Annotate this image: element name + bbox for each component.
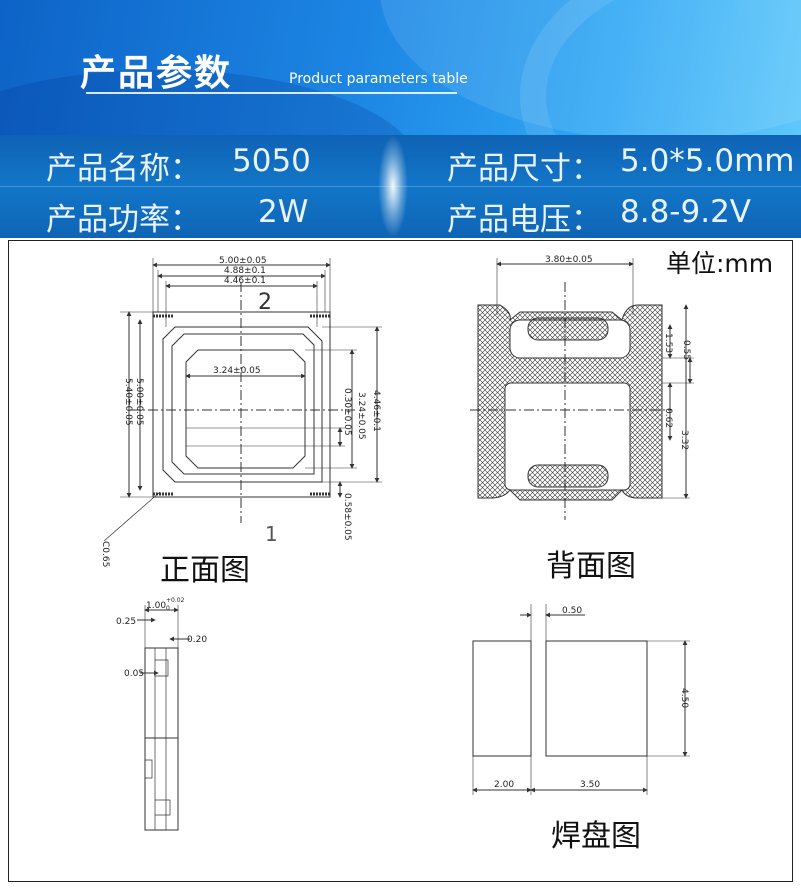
dim-5-00: 5.00±0.05	[219, 256, 267, 266]
back-pad-top	[527, 317, 609, 341]
spec-size-label: 产品尺寸：	[447, 151, 602, 187]
spec-voltage-value: 8.8-9.2V	[620, 194, 751, 230]
spec-power-value: 2W	[258, 194, 309, 230]
pin-2-label: 2	[258, 290, 272, 315]
back-view	[477, 304, 663, 501]
front-frame-inner	[171, 333, 315, 475]
dim-0-20: 0.20	[187, 635, 207, 645]
dim-3-80: 3.80±0.05	[545, 255, 593, 265]
side-view-labels: 1.00 +0.02 0 0.25 0.20 0.05	[116, 597, 207, 679]
back-pad-bottom	[527, 464, 609, 488]
spec-voltage-label: 产品电压：	[447, 202, 602, 238]
dim-2-00: 2.00	[494, 780, 514, 790]
front-view	[103, 258, 382, 542]
front-frame-outer	[162, 326, 323, 483]
dim-0-25: 0.25	[116, 617, 136, 627]
dim-0-58-v: 0.58±0.05	[342, 493, 352, 541]
back-view-caption: 背面图	[546, 549, 636, 584]
dim-1-53: 1.53	[663, 333, 673, 353]
dim-5-40-v: 5.40±0.05	[123, 378, 133, 426]
dim-1-00-sup: +0.02	[166, 597, 185, 604]
chamfer-leader	[103, 491, 161, 542]
header-banner: 产品参数 Product parameters table	[0, 0, 801, 135]
spec-glow	[378, 135, 408, 238]
dim-3-24-v: 3.24±0.05	[356, 392, 366, 440]
pad-view-caption: 焊盘图	[551, 819, 641, 854]
dim-5-00-v: 5.00±0.05	[134, 378, 144, 426]
dim-4-46-v: 4.46±0.1	[371, 390, 381, 432]
dim-0-55: 0.55	[681, 340, 691, 360]
dim-0-30-v: 0.30±0.05	[342, 388, 352, 436]
front-outline	[152, 311, 331, 498]
spec-power-label: 产品功率：	[46, 202, 201, 238]
page-subtitle: Product parameters table	[289, 71, 468, 87]
spec-band	[0, 135, 801, 238]
spec-name-value: 5050	[232, 143, 311, 179]
dim-4-50: 4.50	[679, 688, 689, 708]
front-view-caption: 正面图	[160, 553, 250, 588]
pad-view	[472, 604, 690, 795]
pin-1-label: 1	[265, 522, 278, 546]
side-view	[137, 605, 190, 831]
dim-0-50: 0.50	[562, 606, 582, 616]
dim-3-50: 3.50	[580, 780, 600, 790]
dim-c0-65: C0.65	[100, 541, 110, 567]
dim-1-00-sub: 0	[166, 605, 170, 612]
front-window	[185, 349, 306, 469]
dim-3-24: 3.24±0.05	[213, 366, 261, 376]
title-underline	[86, 92, 457, 94]
side-outline	[144, 647, 179, 831]
dim-3-32: 3.32	[679, 430, 689, 450]
front-view-labels: 5.00±0.05 4.88±0.1 4.46±0.1 3.24±0.05 2 …	[100, 256, 381, 567]
pad-view-labels: 0.50 4.50 2.00 3.50	[494, 606, 689, 790]
dim-4-88: 4.88±0.1	[224, 266, 266, 276]
drawing-frame	[8, 240, 793, 882]
unit-label: 单位:mm	[666, 249, 774, 278]
page-title: 产品参数	[80, 53, 233, 94]
spec-name-label: 产品名称：	[46, 151, 201, 187]
dim-0-05: 0.05	[124, 669, 144, 679]
pad-right	[545, 640, 648, 757]
dim-0-62: 0.62	[663, 408, 673, 428]
dim-4-46: 4.46±0.1	[224, 276, 266, 286]
pad-left	[472, 640, 532, 757]
back-view-labels: 3.80±0.05 0.55 1.53 0.62 3.32	[545, 255, 691, 450]
dim-1-00: 1.00	[146, 601, 166, 611]
spec-size-value: 5.0*5.0mm	[620, 143, 795, 179]
